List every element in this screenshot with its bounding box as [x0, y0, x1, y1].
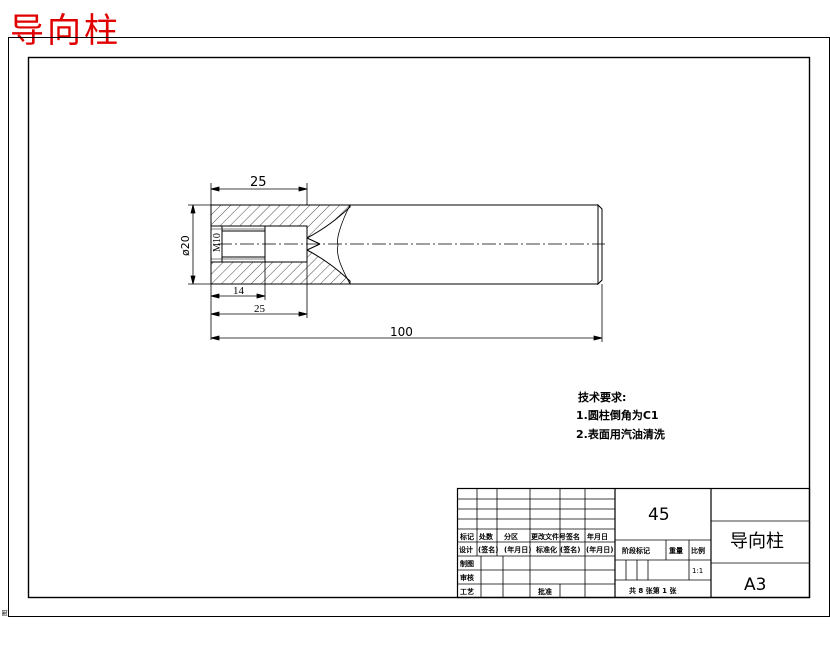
dim-thread: M10 [212, 233, 223, 252]
tb-design-1: (签名) [478, 545, 498, 554]
tb-scale: 比例 [691, 546, 705, 555]
inner-border [27, 56, 811, 599]
tb-header-2: 分区 [504, 532, 518, 541]
tb-design-4: (签名) [560, 545, 580, 554]
margin-mark: 图 [2, 610, 9, 616]
title-block [456, 487, 811, 599]
outer-border [8, 37, 830, 617]
tech-req-item-2: 2.表面用汽油清洗 [576, 427, 665, 441]
tb-header-3: 更改文件号 [531, 532, 566, 541]
sheet-size: A3 [744, 575, 766, 595]
dim-top-25: 25 [250, 175, 267, 190]
tb-header-1: 处数 [478, 532, 494, 541]
part-name: 导向柱 [730, 531, 784, 552]
dimensions [188, 183, 603, 342]
tech-req-item-1: 1.圆柱倒角为C1 [576, 408, 659, 422]
dim-bottom-25: 25 [254, 303, 266, 315]
part-view [210, 203, 605, 286]
tb-design-3: 标准化 [535, 545, 557, 554]
tb-drawing: 制图 [460, 559, 474, 568]
tb-design-5: (年月日) [586, 545, 613, 554]
tb-sheets: 共 8 张第 1 张 [629, 586, 677, 595]
tb-process: 工艺 [460, 587, 474, 596]
tb-review: 审核 [460, 573, 474, 582]
material: 45 [648, 505, 670, 525]
tb-design-2: (年月日) [504, 545, 531, 554]
tb-header-5: 年月日 [587, 532, 608, 541]
tech-req-heading: 技术要求: [578, 390, 626, 404]
section-hatch-bottom [210, 249, 351, 285]
tb-stage: 阶段标记 [622, 546, 650, 555]
dim-14: 14 [233, 285, 245, 297]
tb-header-0: 标记 [459, 532, 474, 541]
tb-scale-value: 1:1 [692, 567, 703, 575]
tb-header-4: 签名 [565, 532, 580, 541]
tb-approve: 批准 [538, 587, 552, 596]
section-hatch-top [210, 204, 351, 239]
dim-100: 100 [390, 325, 413, 339]
tb-design-0: 设计 [459, 545, 473, 554]
drawing-title: 导向柱 [10, 11, 121, 51]
tb-weight: 重量 [669, 546, 683, 555]
dim-diameter: ø20 [179, 235, 192, 256]
